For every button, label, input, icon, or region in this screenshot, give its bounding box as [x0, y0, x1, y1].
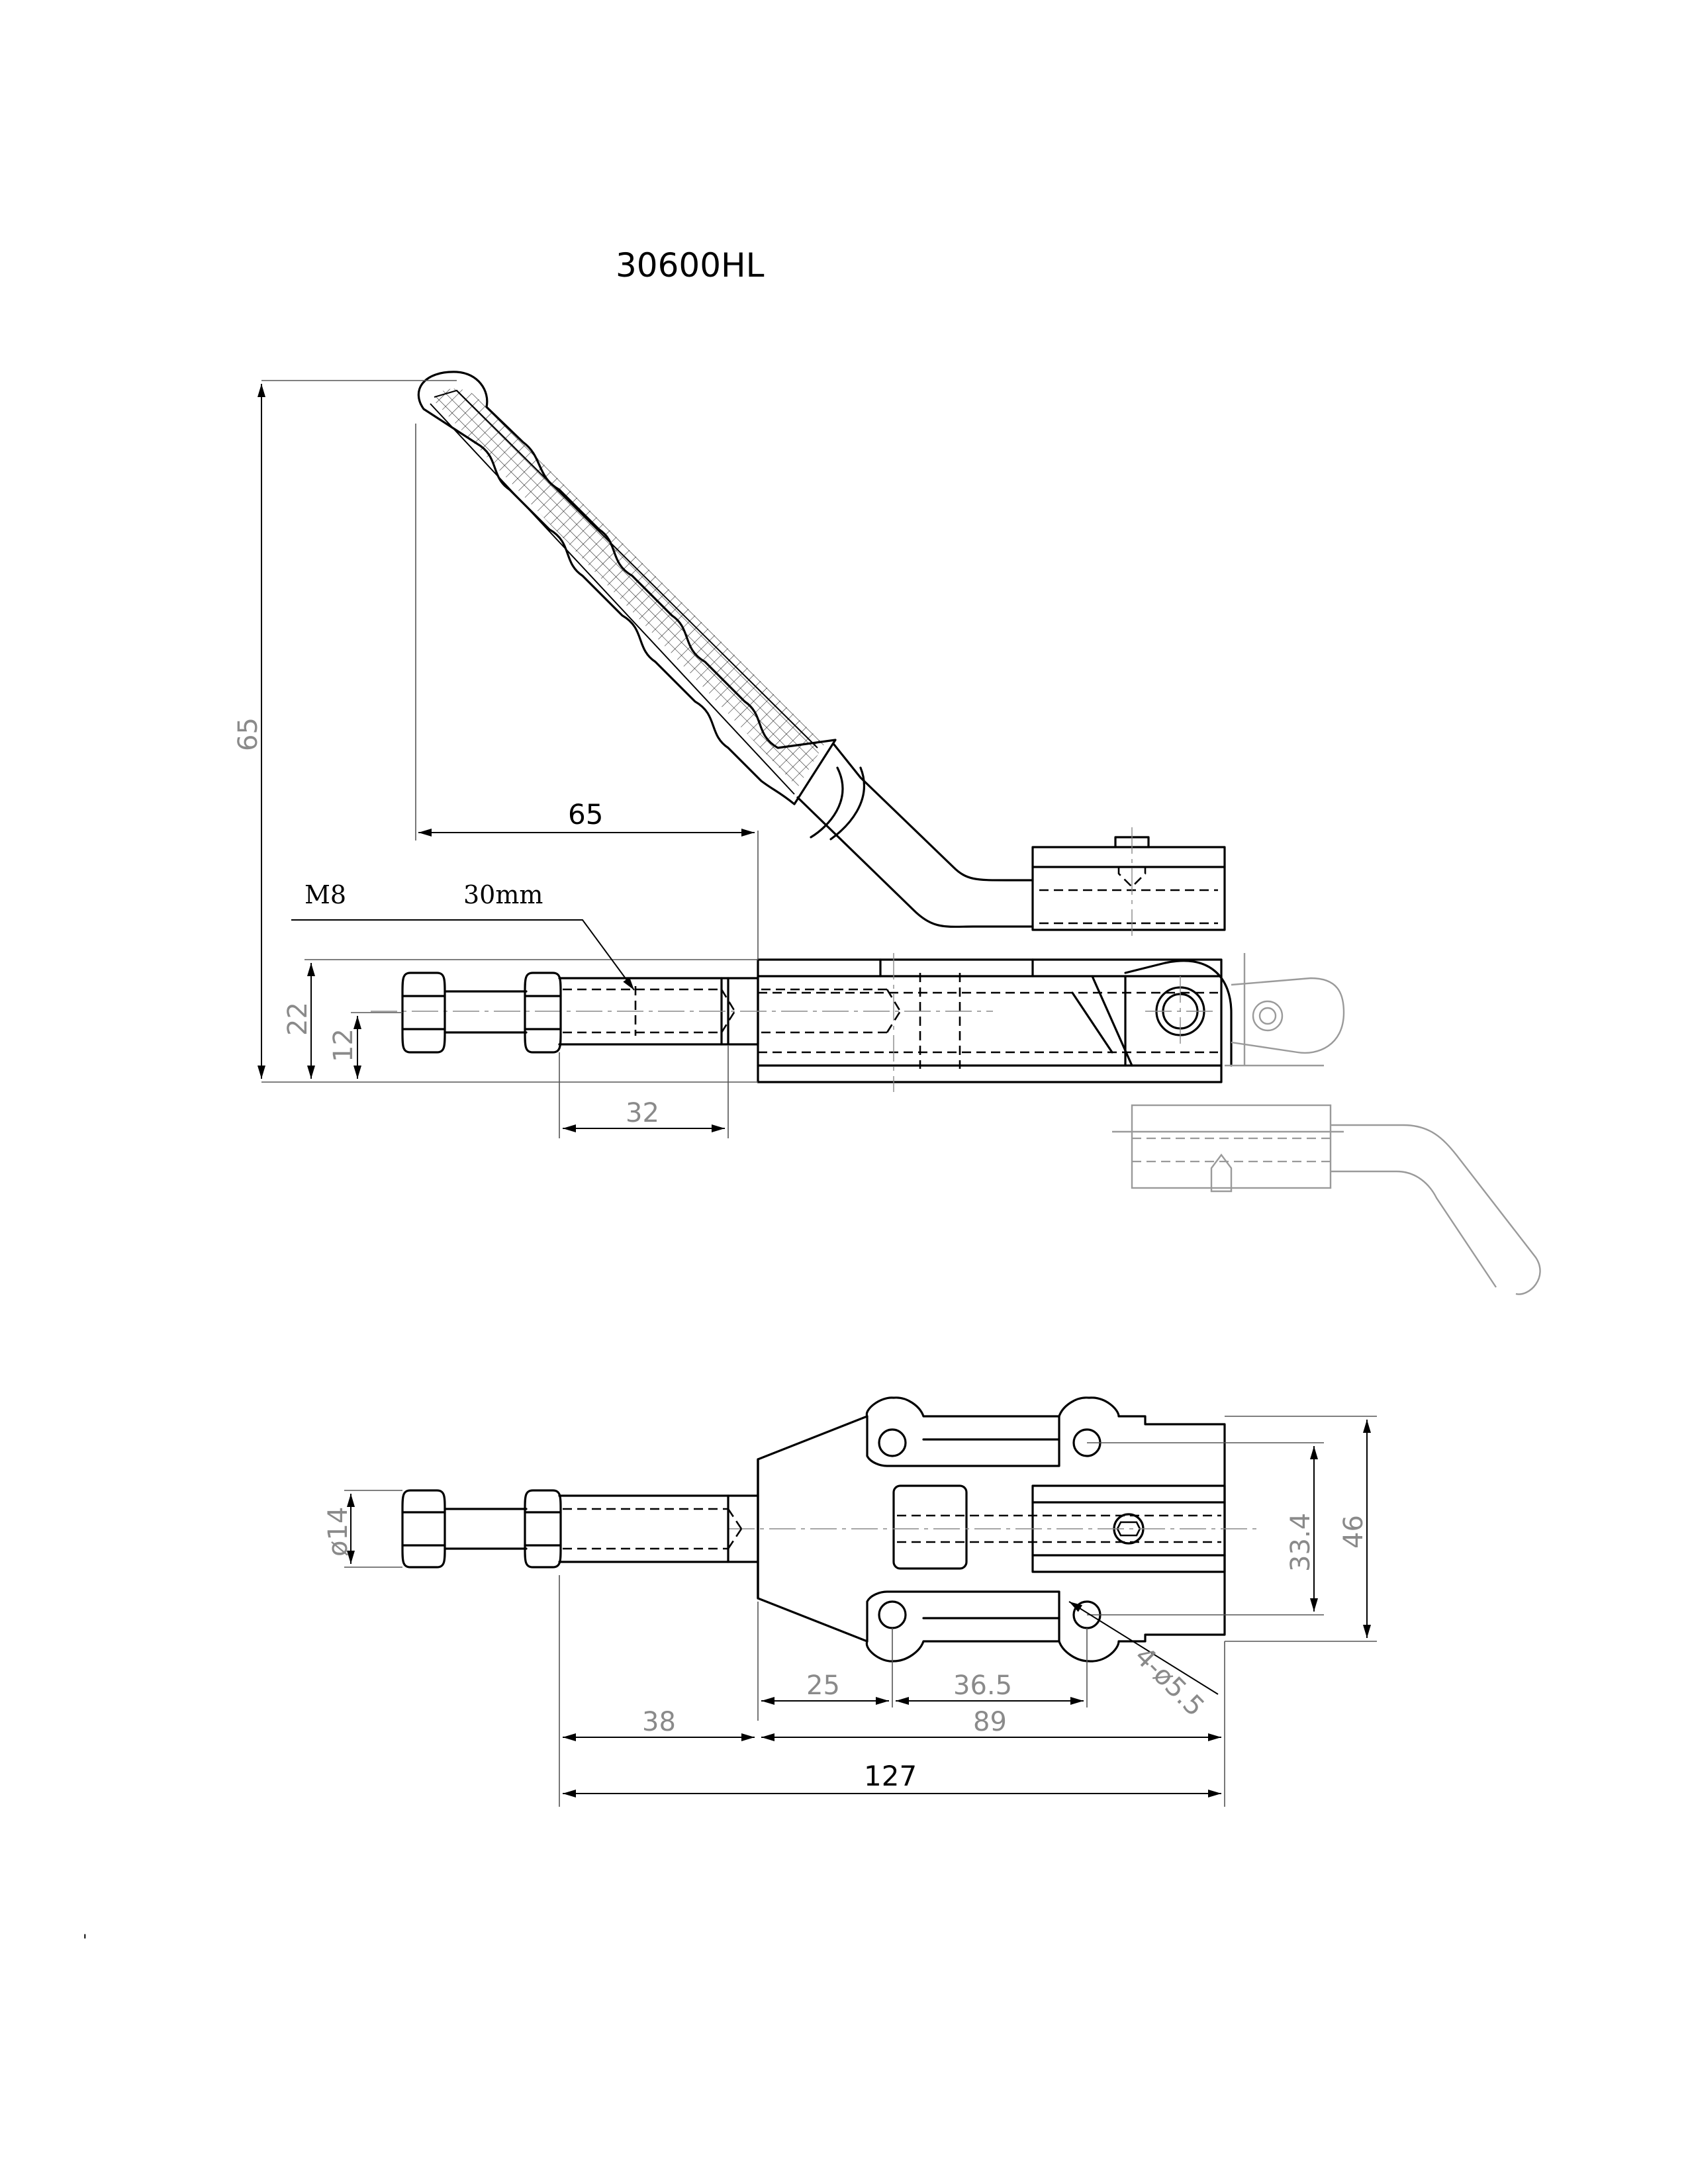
- footer-mark: ': [83, 1931, 87, 1950]
- handle-shaft: [796, 743, 1034, 928]
- dim-body-22: 22: [283, 959, 758, 1079]
- dim-height-65-label: 65: [233, 717, 263, 751]
- plunger-rod: [371, 977, 993, 1046]
- dim-38-89: 38 89: [559, 1575, 1225, 1807]
- dim-thread-32-label: 32: [626, 1098, 659, 1128]
- plunger-rod-top: [401, 1458, 759, 1600]
- dim-46-label: 46: [1338, 1515, 1369, 1549]
- dim-33-4: 33.4: [1087, 1442, 1324, 1615]
- dim-46: 46: [1225, 1416, 1377, 1642]
- side-view: 65 65 22 12 32 M8: [233, 371, 1541, 1295]
- handle-grip: [417, 371, 837, 805]
- dim-25-36-5: 25 36.5: [757, 1602, 1088, 1721]
- plunger-housing-top: [728, 1484, 1258, 1573]
- dim-body-22-label: 22: [283, 1002, 313, 1036]
- dim-33-4-label: 33.4: [1286, 1513, 1316, 1572]
- thread-label: M8: [305, 880, 346, 909]
- dim-89-label: 89: [973, 1707, 1007, 1737]
- thread-callout: M8 30mm: [291, 880, 635, 991]
- clevis: [1124, 960, 1233, 1067]
- top-view: ø14 33.4 46 25 36.5 4-: [323, 1396, 1377, 1807]
- dim-127-label: 127: [864, 1760, 917, 1792]
- dim-plunger-12-label: 12: [328, 1028, 359, 1062]
- released-position-ghost: [1112, 953, 1541, 1295]
- dim-dia-14: ø14: [323, 1490, 402, 1568]
- dim-plunger-12: 12: [328, 1012, 402, 1079]
- dim-38-label: 38: [642, 1707, 676, 1737]
- dim-36-5-label: 36.5: [953, 1670, 1012, 1701]
- drawing-title: 30600HL: [616, 246, 765, 285]
- dim-dia-14-label: ø14: [323, 1507, 353, 1557]
- pivot-housing: [1031, 827, 1226, 940]
- dim-127: 127: [563, 1760, 1221, 1797]
- dim-reach-65: 65: [415, 424, 759, 960]
- dim-height-65: 65: [233, 380, 758, 1083]
- main-body: [757, 953, 1223, 1092]
- dim-reach-65-label: 65: [568, 798, 603, 831]
- base-plate: [757, 1396, 1226, 1662]
- dim-25-label: 25: [806, 1670, 840, 1701]
- hex-nuts: [401, 972, 562, 1054]
- thread-depth-label: 30mm: [463, 880, 543, 909]
- dim-thread-32: 32: [559, 1046, 729, 1138]
